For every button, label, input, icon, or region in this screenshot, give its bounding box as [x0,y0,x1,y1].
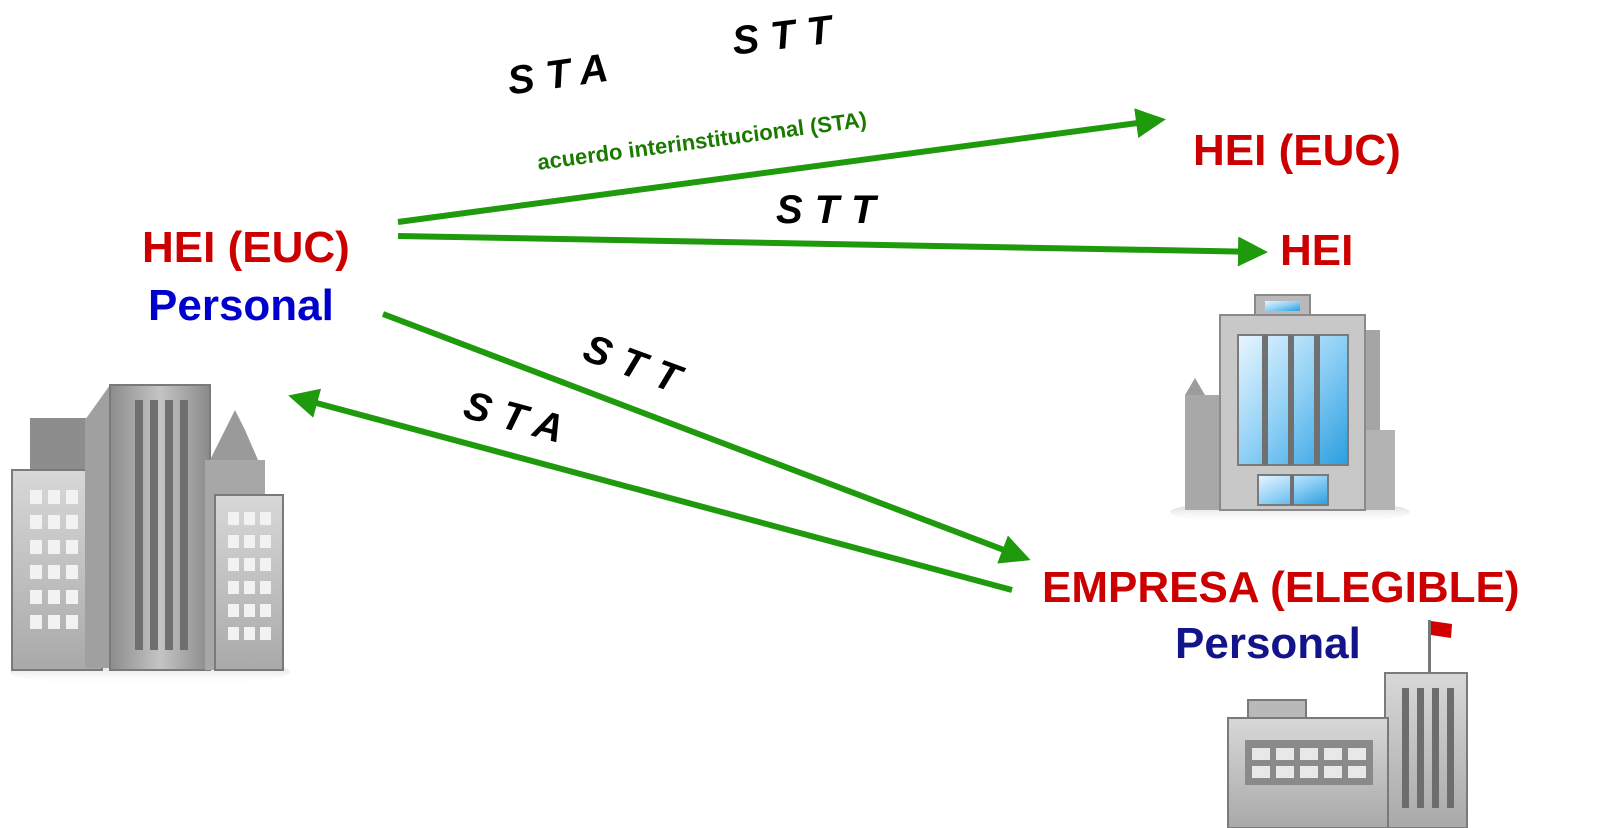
arrow-to-empresa [381,311,1031,564]
glass-office-building-icon [1170,294,1410,524]
right-top-org-label: HEI (EUC) [1193,126,1401,175]
right-mid-org-label: HEI [1280,226,1354,275]
factory-with-flag-icon [1227,620,1468,828]
arrow-from-empresa [288,388,1013,593]
flow-arrows [288,108,1268,593]
company-personal-label: Personal [1175,619,1361,668]
city-buildings-icon [10,384,290,686]
arrow-to-hei [397,233,1268,267]
left-org-label: HEI (EUC) [142,223,350,272]
mid-stt-label: STT [776,188,888,232]
arrow-to-top-hei [397,108,1166,225]
left-personal-label: Personal [148,281,334,330]
company-label: EMPRESA (ELEGIBLE) [1042,563,1520,612]
